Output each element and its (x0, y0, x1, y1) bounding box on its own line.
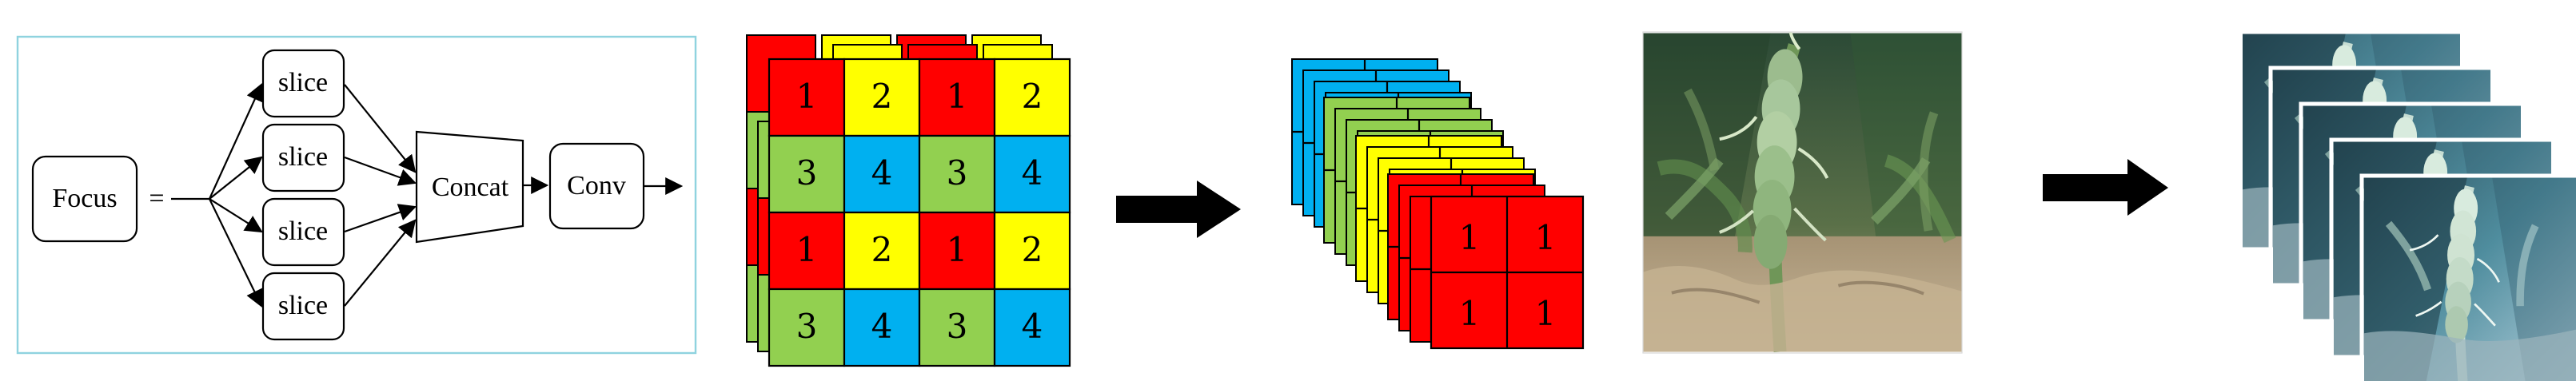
grid-cell (993, 211, 1071, 291)
grid-cell-value: 2 (871, 230, 893, 269)
grid-cell-value: 2 (1022, 77, 1043, 116)
grid-cell-value: 4 (1022, 307, 1043, 346)
arrow-to-slice-2 (209, 156, 263, 200)
grid-cell-value: 1 (947, 77, 968, 116)
large-arrow-1-shape (1116, 181, 1241, 238)
wheat-photo-stack (2364, 176, 2576, 381)
grid-cell-value: 2 (871, 77, 893, 116)
original-wheat-photo (1642, 22, 1963, 354)
conv-label: Conv (567, 171, 626, 200)
input-grid-stack: 1 2 1 2 3 4 3 4 1 2 1 2 3 4 3 4 (746, 34, 1071, 367)
slice-box-1 (261, 49, 345, 118)
equals-sign: = (149, 184, 164, 213)
front-layer-value: 1 (1535, 294, 1557, 333)
front-layer-value: 1 (1459, 294, 1481, 333)
arrow-slice2-to-concat (344, 156, 417, 186)
grid-cell-value: 4 (871, 153, 893, 192)
focus-label: Focus (52, 184, 117, 213)
front-layer-value: 1 (1535, 218, 1557, 257)
slice-label-1: slice (278, 68, 328, 97)
grid-cell-value: 3 (796, 153, 818, 192)
grid-cell (843, 288, 921, 367)
grid-cell-value: 1 (947, 230, 968, 269)
grid-cell-value: 1 (796, 230, 818, 269)
wheat-photo-border (1642, 31, 1963, 354)
grid-cell (843, 211, 921, 291)
front-layer-value: 1 (1459, 218, 1481, 257)
arrow-to-slice-4 (209, 198, 263, 308)
concat-label: Concat (432, 173, 509, 202)
grid-cell (843, 58, 921, 137)
slice-box-2 (261, 123, 345, 192)
photo-stack-border (2359, 173, 2576, 381)
sliced-output-stack: 1 1 1 1 (1291, 58, 1585, 350)
slice-box-4 (261, 272, 345, 341)
focus-box (31, 155, 138, 243)
grid-cell-value: 4 (871, 307, 893, 346)
slice-box-3 (261, 197, 345, 267)
wheat-photo (1643, 22, 1962, 352)
slice-label-3: slice (278, 216, 328, 246)
arrow-slice3-to-concat (344, 204, 417, 233)
grid-cell (993, 288, 1071, 367)
grid-cell-value: 1 (796, 77, 818, 116)
arrow-slice1-to-concat (344, 84, 417, 173)
grid-cell (918, 211, 996, 291)
grid-cell-value: 3 (796, 307, 818, 346)
large-arrow-2 (2043, 159, 2168, 216)
slice-label-4: slice (278, 291, 328, 320)
grid-cell (843, 134, 921, 214)
grid-cell (768, 58, 846, 137)
photo-stack (2238, 30, 2576, 381)
arrow-to-slice-1 (208, 82, 263, 200)
arrow-to-slice-3 (209, 198, 263, 233)
arrow-slice4-to-concat (344, 219, 417, 307)
grid-cell (768, 211, 846, 291)
grid-cell (993, 134, 1071, 214)
large-arrow-2-shape (2043, 159, 2168, 216)
slice-label-2: slice (278, 142, 328, 172)
focus-module: Focus = slice slice slice slice Concat (16, 35, 697, 355)
grid-cell-value: 4 (1022, 153, 1043, 192)
grid-cell (768, 134, 846, 214)
grid-cell-value: 3 (947, 307, 968, 346)
grid-cell-value: 2 (1022, 230, 1043, 269)
large-arrow-1 (1116, 181, 1241, 238)
grid-cell-value: 3 (947, 153, 968, 192)
